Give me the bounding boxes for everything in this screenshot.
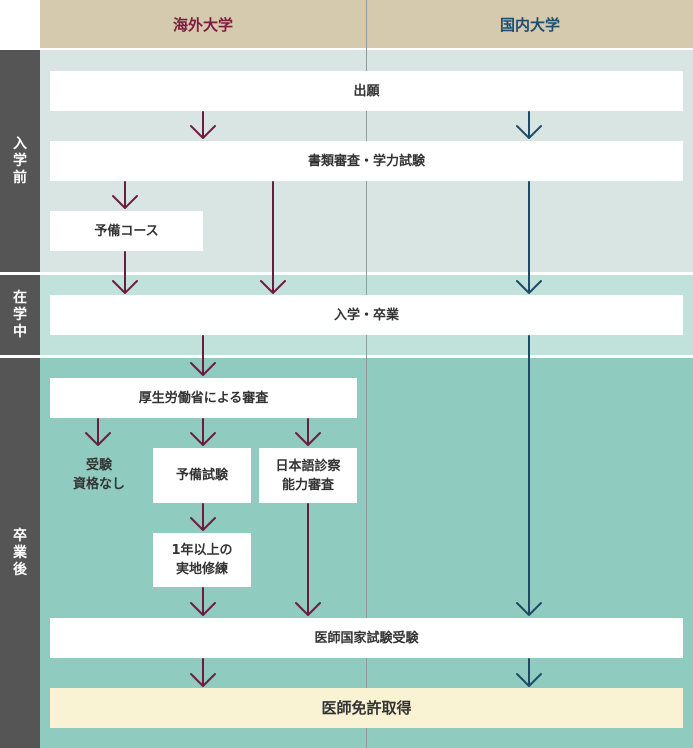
- phase-after-text: 卒業後: [13, 527, 27, 578]
- column-divider: [366, 0, 367, 748]
- phase-label-before: 入学前: [0, 50, 40, 272]
- step-mhlw-review: 厚生労働省による審査: [50, 378, 357, 418]
- step-prelim-exam: 予備試験: [153, 448, 251, 503]
- phase-label-after: 卒業後: [0, 358, 40, 748]
- step-license: 医師免許取得: [50, 688, 683, 728]
- step-application-label: 出願: [353, 83, 380, 99]
- step-screening: 書類審査・学力試験: [50, 141, 683, 181]
- step-japanese-exam: 日本語診察 能力審査: [259, 448, 357, 503]
- step-national-exam: 医師国家試験受験: [50, 618, 683, 658]
- step-screening-label: 書類審査・学力試験: [307, 153, 425, 169]
- step-admission-graduation-label: 入学・卒業: [333, 307, 399, 323]
- phase-label-during: 在学中: [0, 275, 40, 355]
- step-national-exam-label: 医師国家試験受験: [314, 630, 419, 646]
- overseas-header-label: 海外大学: [172, 15, 233, 34]
- step-not-eligible: 受験 資格なし: [58, 448, 140, 502]
- step-internship-label: 1年以上の 実地修練: [171, 543, 233, 577]
- step-application: 出願: [50, 71, 683, 111]
- step-prep-course: 予備コース: [50, 211, 203, 251]
- phase-before-text: 入学前: [13, 135, 27, 186]
- step-japanese-exam-label: 日本語診察 能力審査: [275, 458, 341, 493]
- domestic-header-label: 国内大学: [499, 15, 560, 34]
- step-admission-graduation: 入学・卒業: [50, 295, 683, 335]
- phase-during-text: 在学中: [13, 289, 27, 340]
- overseas-column-header: 海外大学: [40, 0, 366, 48]
- step-mhlw-review-label: 厚生労働省による審査: [138, 390, 269, 406]
- step-internship: 1年以上の 実地修練: [153, 533, 251, 587]
- step-license-label: 医師免許取得: [321, 698, 412, 717]
- step-prelim-exam-label: 予備試験: [175, 468, 228, 483]
- step-not-eligible-label: 受験 資格なし: [72, 458, 125, 492]
- step-prep-course-label: 予備コース: [94, 223, 159, 239]
- domestic-column-header: 国内大学: [367, 0, 693, 48]
